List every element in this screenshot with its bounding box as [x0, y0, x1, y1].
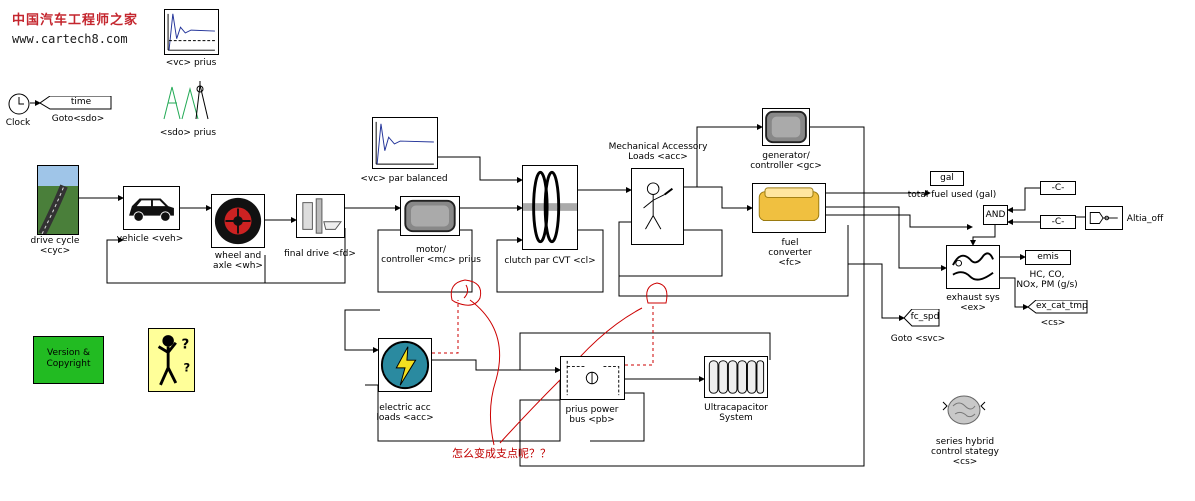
exhaust-sys-label: exhaust sys<ex> — [946, 293, 1000, 313]
goto-time-tag[interactable]: time — [40, 96, 112, 110]
vc-par-balanced-scope[interactable] — [372, 117, 438, 169]
motor-controller-block[interactable] — [400, 196, 460, 236]
help-block[interactable]: ? ? — [148, 328, 195, 392]
goto-tag-shape — [1028, 300, 1088, 314]
engine-icon — [755, 185, 823, 231]
scope-plot-icon — [167, 13, 215, 51]
sdo-prius-label: <sdo> prius — [159, 128, 217, 138]
svg-text:?: ? — [183, 360, 190, 374]
vehicle-block[interactable] — [123, 186, 180, 230]
cs-tag-label: <cs> — [1040, 318, 1066, 328]
constant-1-text: -C- — [1051, 183, 1065, 193]
gal-text: gal — [940, 173, 954, 183]
goto-tag-shape — [40, 96, 112, 110]
wheel-icon — [214, 197, 262, 245]
generator-controller-block[interactable] — [762, 108, 810, 146]
svg-text:?: ? — [182, 338, 190, 353]
watermark-url: www.cartech8.com — [12, 32, 128, 46]
motor-controller-label: motor/controller <mc> prius — [381, 245, 481, 265]
clock-icon — [8, 93, 30, 115]
road-icon — [38, 166, 78, 234]
scope-plot-icon — [375, 121, 434, 165]
generator-controller-label: generator/controller <gc> — [750, 151, 822, 171]
clock-block[interactable] — [7, 92, 31, 116]
altia-off-block[interactable] — [1085, 206, 1123, 230]
wheel-axle-block[interactable] — [211, 194, 265, 248]
clutch-icon — [523, 170, 577, 244]
switch-icon — [1089, 212, 1118, 224]
emis-tag[interactable]: emis — [1025, 250, 1071, 265]
generator-icon — [765, 110, 807, 144]
fc-spd-text: fc_spd — [910, 312, 940, 322]
mech-accessory-block[interactable] — [631, 168, 684, 245]
constant-1-block[interactable]: -C- — [1040, 181, 1076, 195]
confused-person-icon: ? ? — [157, 335, 190, 386]
emis-label: HC, CO,NOx, PM (g/s) — [1016, 270, 1078, 290]
goto-tag-shape — [904, 309, 940, 327]
goto-sdo-label: Goto<sdo> — [51, 114, 105, 124]
annotation-question: 怎么变成支点呢？？ — [452, 447, 551, 460]
fuel-converter-block[interactable] — [752, 183, 826, 233]
capacitor-bank-icon — [708, 360, 765, 394]
constant-2-text: -C- — [1051, 217, 1065, 227]
drive-cycle-label: drive cycle<cyc> — [30, 236, 80, 256]
total-fuel-label: total fuel used (gal) — [907, 190, 997, 200]
final-drive-label: final drive <fd> — [284, 249, 356, 259]
fc-spd-tag[interactable]: fc_spd — [904, 309, 940, 327]
mechanic-figure-icon — [643, 182, 673, 230]
version-copyright-block[interactable]: Version & Copyright — [33, 336, 104, 384]
vc-prius-label: <vc> prius — [165, 58, 217, 68]
gal-tag[interactable]: gal — [930, 171, 964, 186]
drafting-compass-icon — [163, 81, 209, 120]
vc-prius-scope[interactable] — [164, 9, 219, 55]
clutch-cvt-label: clutch par CVT <cl> — [504, 256, 596, 266]
ultracap-block[interactable] — [704, 356, 768, 398]
clock-label: Clock — [5, 118, 31, 128]
electric-acc-block[interactable] — [378, 338, 432, 392]
constant-2-block[interactable]: -C- — [1040, 215, 1076, 229]
brain-icon — [942, 395, 986, 425]
altia-off-label: Altia_off — [1126, 214, 1164, 224]
final-drive-gear-icon — [302, 198, 342, 234]
motor-icon — [404, 199, 456, 233]
lightning-icon — [380, 340, 430, 390]
emis-text: emis — [1037, 252, 1059, 262]
and-gate-text: AND — [985, 210, 1006, 220]
clutch-cvt-block[interactable] — [522, 165, 578, 250]
final-drive-block[interactable] — [296, 194, 345, 238]
vc-par-balanced-label: <vc> par balanced — [360, 174, 448, 184]
goto-svc-label: Goto <svc> — [890, 334, 946, 344]
power-bus-block[interactable] — [560, 356, 625, 400]
and-gate-block[interactable]: AND — [983, 205, 1008, 225]
goto-time-text: time — [70, 97, 92, 107]
circuit-icon — [566, 360, 620, 396]
version-copyright-text: Version & Copyright — [46, 348, 91, 369]
watermark-title: 中国汽车工程师之家 — [12, 13, 139, 28]
exhaust-sys-block[interactable] — [946, 245, 1000, 289]
drive-cycle-block[interactable] — [37, 165, 79, 235]
vehicle-label: vehicle <veh> — [116, 234, 184, 244]
ex-cat-tmp-tag[interactable]: ex_cat_tmp — [1028, 300, 1088, 314]
car-icon — [129, 198, 174, 222]
ex-cat-tmp-text: ex_cat_tmp — [1036, 301, 1088, 311]
exhaust-icon — [952, 252, 994, 281]
series-hybrid-block[interactable] — [941, 390, 987, 434]
sdo-prius-block[interactable] — [160, 79, 215, 124]
